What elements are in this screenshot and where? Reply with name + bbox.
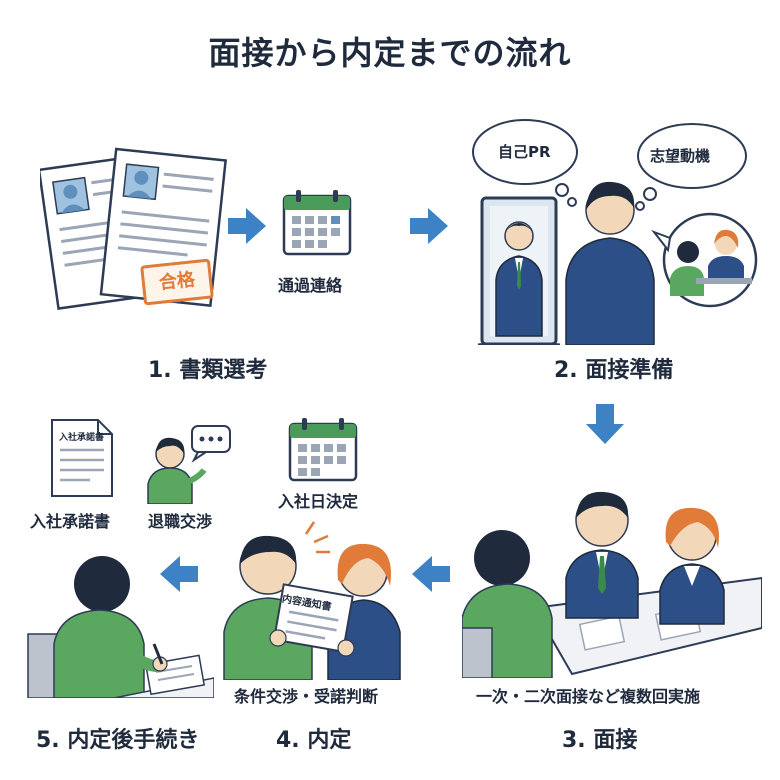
signing-illustration	[24, 548, 214, 698]
thought-bubble-pr: 自己PR	[498, 143, 551, 161]
page-title: 面接から内定までの流れ	[208, 34, 572, 72]
calendar-icon	[288, 416, 358, 482]
join-date-label: 入社日決定	[278, 492, 359, 511]
resign-illustration	[142, 424, 232, 504]
arrow-left-icon	[412, 556, 450, 592]
interview-prep-illustration	[470, 110, 770, 345]
pledge-document-title: 入社承諾書	[59, 433, 105, 443]
resign-label: 退職交渉	[148, 512, 213, 531]
arrow-left-icon	[160, 556, 198, 592]
offer-illustration	[218, 520, 408, 680]
step-3-label: 3. 面接	[562, 728, 638, 753]
pledge-label: 入社承諾書	[30, 512, 111, 531]
step-4-label: 4. 内定	[276, 728, 352, 753]
mirror-icon	[477, 196, 561, 345]
person-figure	[565, 181, 655, 345]
offer-note: 条件交渉・受諾判断	[234, 687, 379, 706]
pledge-document-icon	[50, 418, 114, 498]
thought-bubble-motivation: 志望動機	[650, 147, 711, 165]
arrow-right-icon	[228, 208, 266, 244]
speech-bubble-icon	[191, 425, 231, 463]
thought-bubble-icon	[635, 123, 747, 211]
interview-note: 一次・二次面接など複数回実施	[476, 687, 701, 706]
contact-label: 通過連絡	[278, 276, 343, 295]
step-5-label: 5. 内定後手続き	[36, 728, 200, 753]
step-2-label: 2. 面接準備	[554, 358, 674, 383]
interview-illustration	[462, 478, 762, 678]
arrow-down-icon	[586, 404, 624, 444]
arrow-right-icon	[410, 208, 448, 244]
interview-circle	[651, 212, 758, 308]
calendar-icon	[282, 188, 352, 256]
pass-stamp: 合格	[140, 258, 214, 306]
step-1-label: 1. 書類選考	[148, 358, 268, 383]
thought-bubble-icon	[472, 119, 578, 207]
